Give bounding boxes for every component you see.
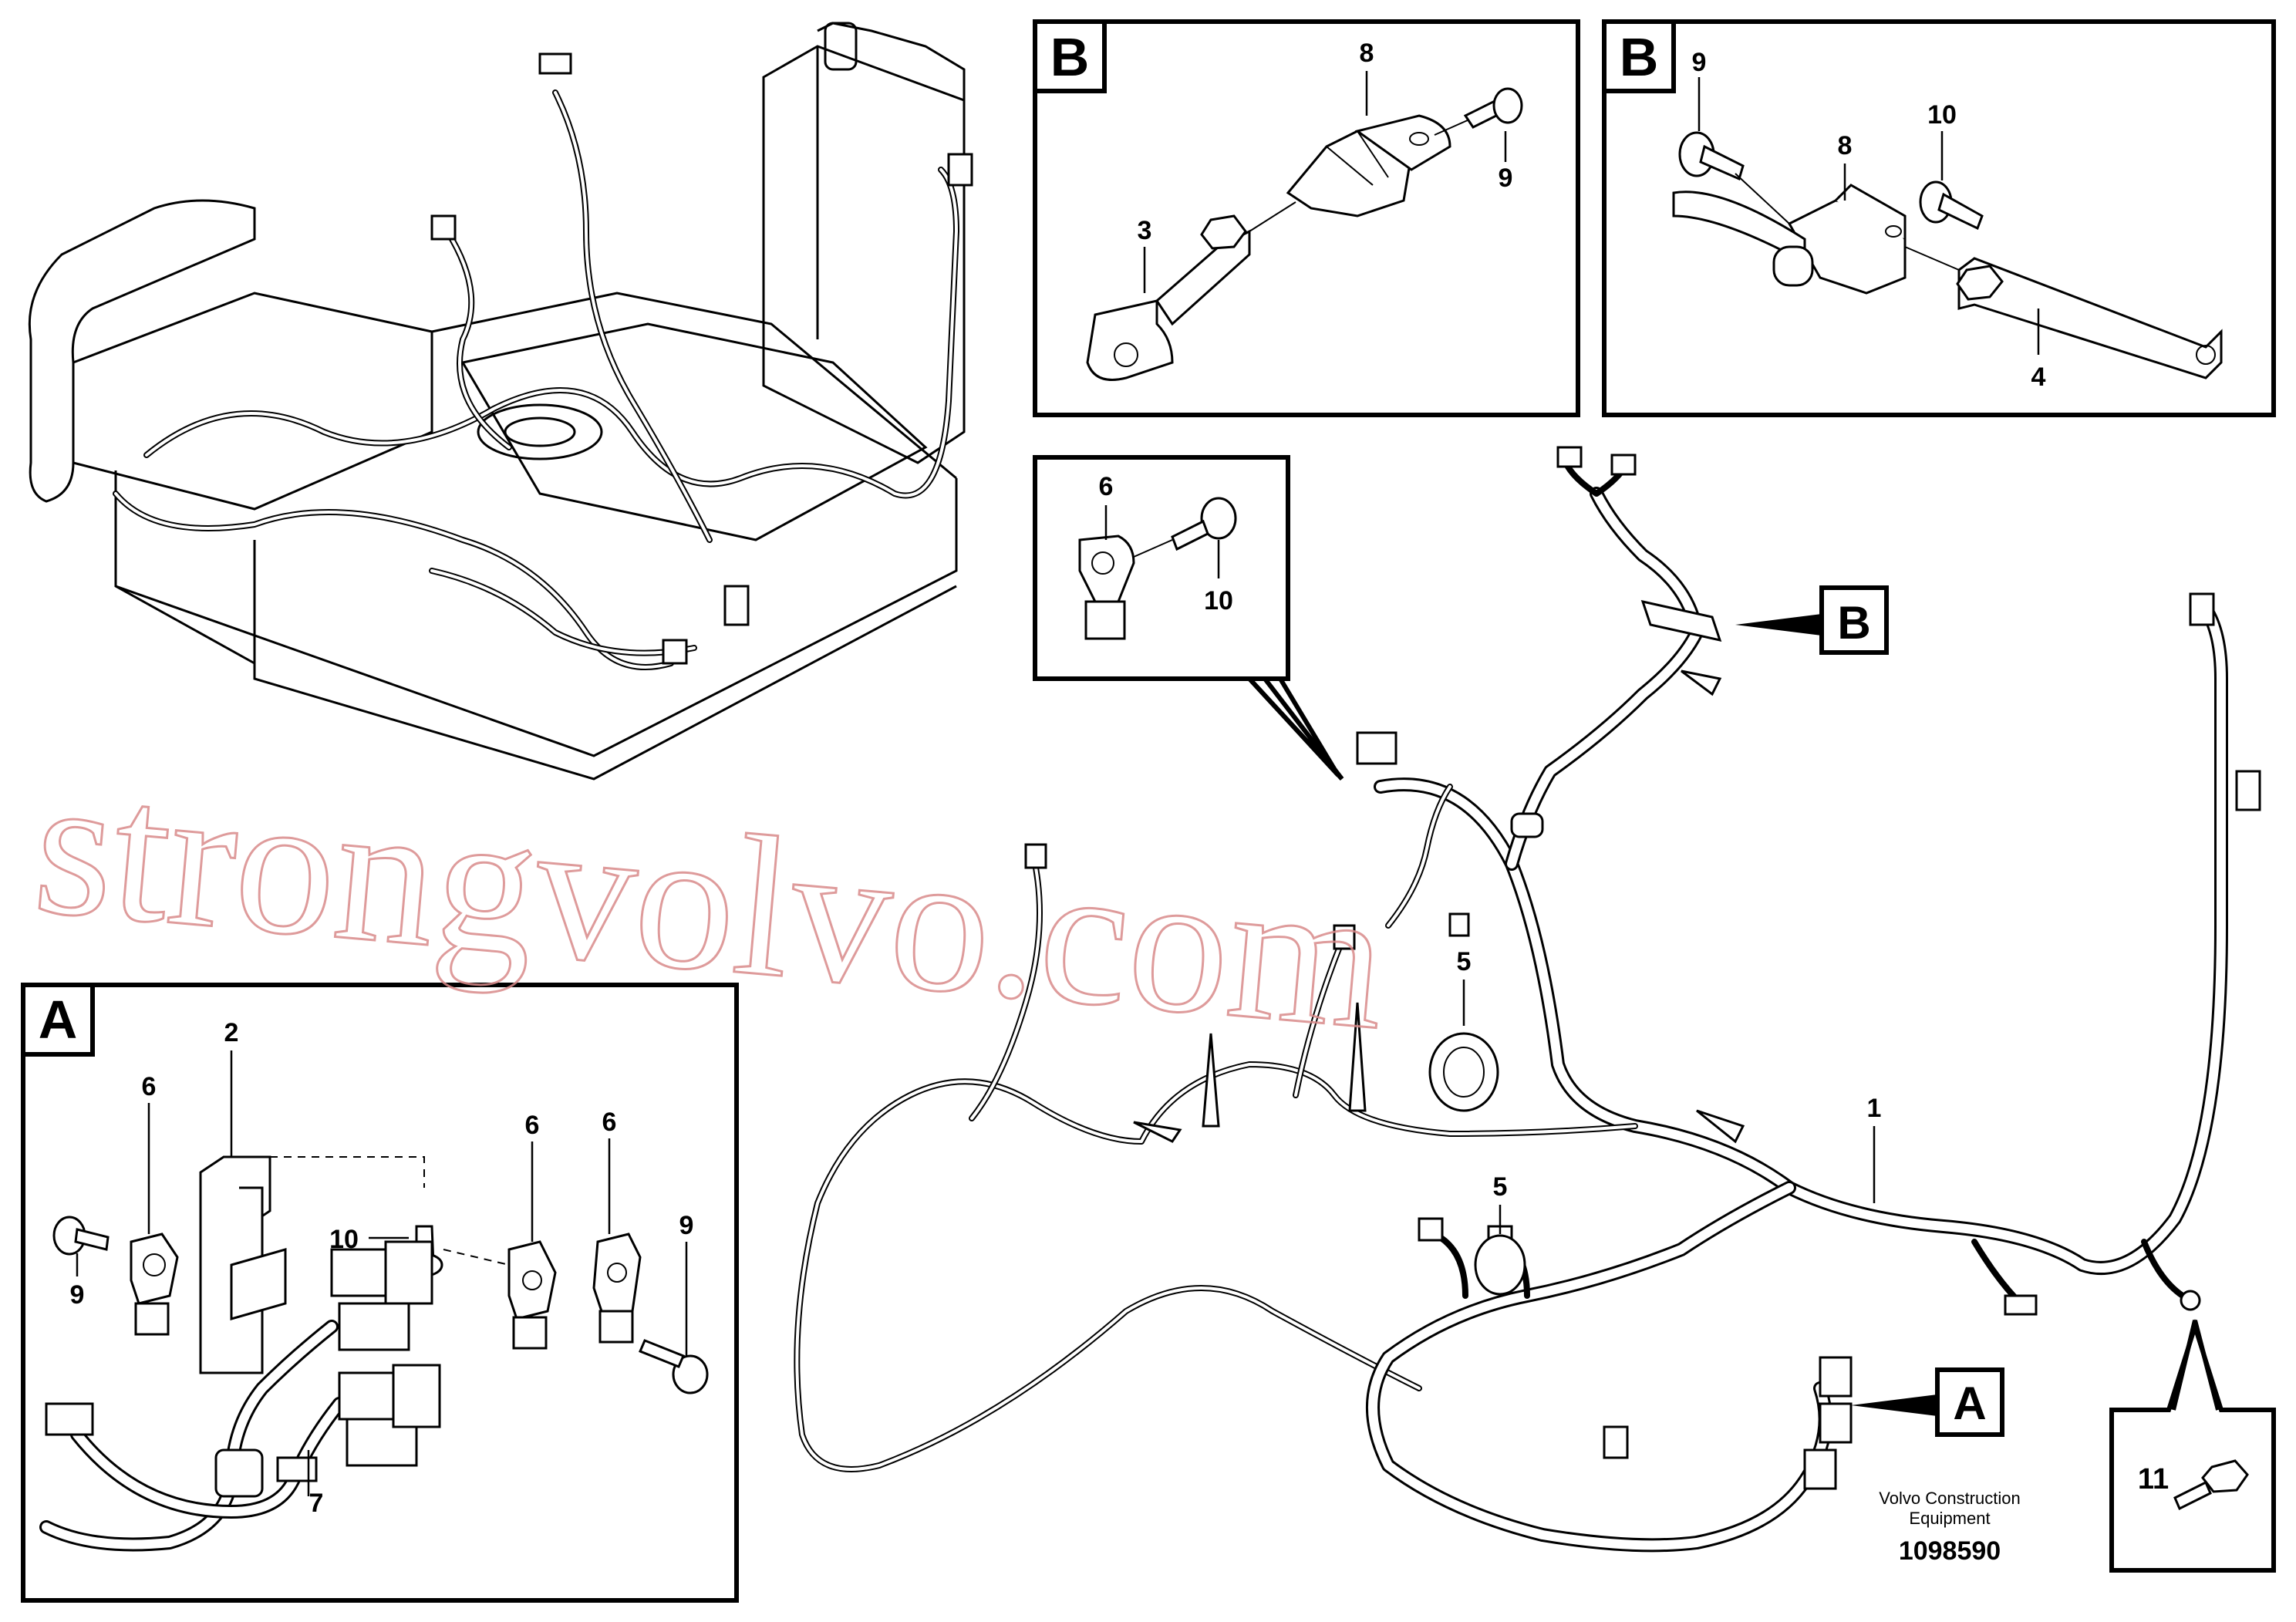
grommet-5	[1474, 1234, 1526, 1296]
clamp-6	[592, 1233, 642, 1313]
label-8: 8	[1360, 39, 1374, 68]
label-10: 10	[1927, 100, 1957, 130]
label-3: 3	[1138, 216, 1152, 245]
company-name-line2: Equipment	[1909, 1509, 1990, 1528]
label-9: 9	[70, 1280, 85, 1310]
bracket-3	[1086, 299, 1174, 381]
detail-a: A	[21, 983, 739, 1603]
nut-icon	[1956, 265, 2004, 301]
clip-8	[1286, 130, 1413, 218]
detail-b-left: B 8 9 3	[1033, 19, 1580, 417]
main-harness: 5 5 1 B A	[794, 446, 2261, 1553]
bolt-9	[672, 1354, 709, 1394]
label-9: 9	[1499, 164, 1513, 193]
label-10: 10	[329, 1225, 359, 1254]
detail-letter-b-left: B	[1050, 27, 1090, 87]
clamp-6	[507, 1240, 557, 1320]
footer: Volvo Construction Equipment 1098590	[1879, 1489, 2020, 1566]
label-6: 6	[1099, 472, 1114, 501]
machine-frame-overview	[28, 22, 973, 781]
bracket-4	[1957, 257, 2223, 379]
clamp-7	[214, 1448, 264, 1498]
detail-b-right: B 9 8 10 4	[1602, 19, 2276, 417]
label-9: 9	[679, 1211, 694, 1240]
detail-11: 11	[2109, 1319, 2276, 1573]
pointer-letter-a: A	[1953, 1378, 1986, 1429]
pointer-arrow-icon	[1851, 1394, 1937, 1416]
detail-letter-a: A	[39, 990, 78, 1050]
detail-clamp-6-10: 6 10	[1033, 455, 1344, 781]
detail-letter-b-right: B	[1620, 27, 1659, 87]
pointer-arrow-icon	[1735, 614, 1822, 636]
label-8: 8	[1838, 131, 1853, 160]
label-9: 9	[1692, 48, 1707, 77]
label-7: 7	[309, 1489, 324, 1518]
label-1: 1	[1867, 1094, 1882, 1123]
label-6: 6	[525, 1111, 540, 1140]
label-5: 5	[1493, 1172, 1508, 1202]
bolt-11	[2201, 1459, 2249, 1493]
label-2: 2	[224, 1018, 239, 1047]
label-5: 5	[1457, 947, 1472, 976]
nut-icon	[1200, 214, 1247, 250]
pointer-letter-b: B	[1837, 597, 1870, 649]
grommet-5	[1428, 1032, 1499, 1112]
label-11: 11	[2138, 1463, 2169, 1496]
label-6: 6	[142, 1072, 157, 1101]
company-name-line1: Volvo Construction	[1879, 1489, 2020, 1508]
drawing-number: 1098590	[1899, 1536, 2001, 1566]
label-10: 10	[1204, 586, 1233, 615]
bolt-10	[1200, 497, 1237, 540]
clamp-6	[130, 1233, 179, 1305]
label-6: 6	[602, 1108, 617, 1137]
label-4: 4	[2031, 363, 2046, 392]
